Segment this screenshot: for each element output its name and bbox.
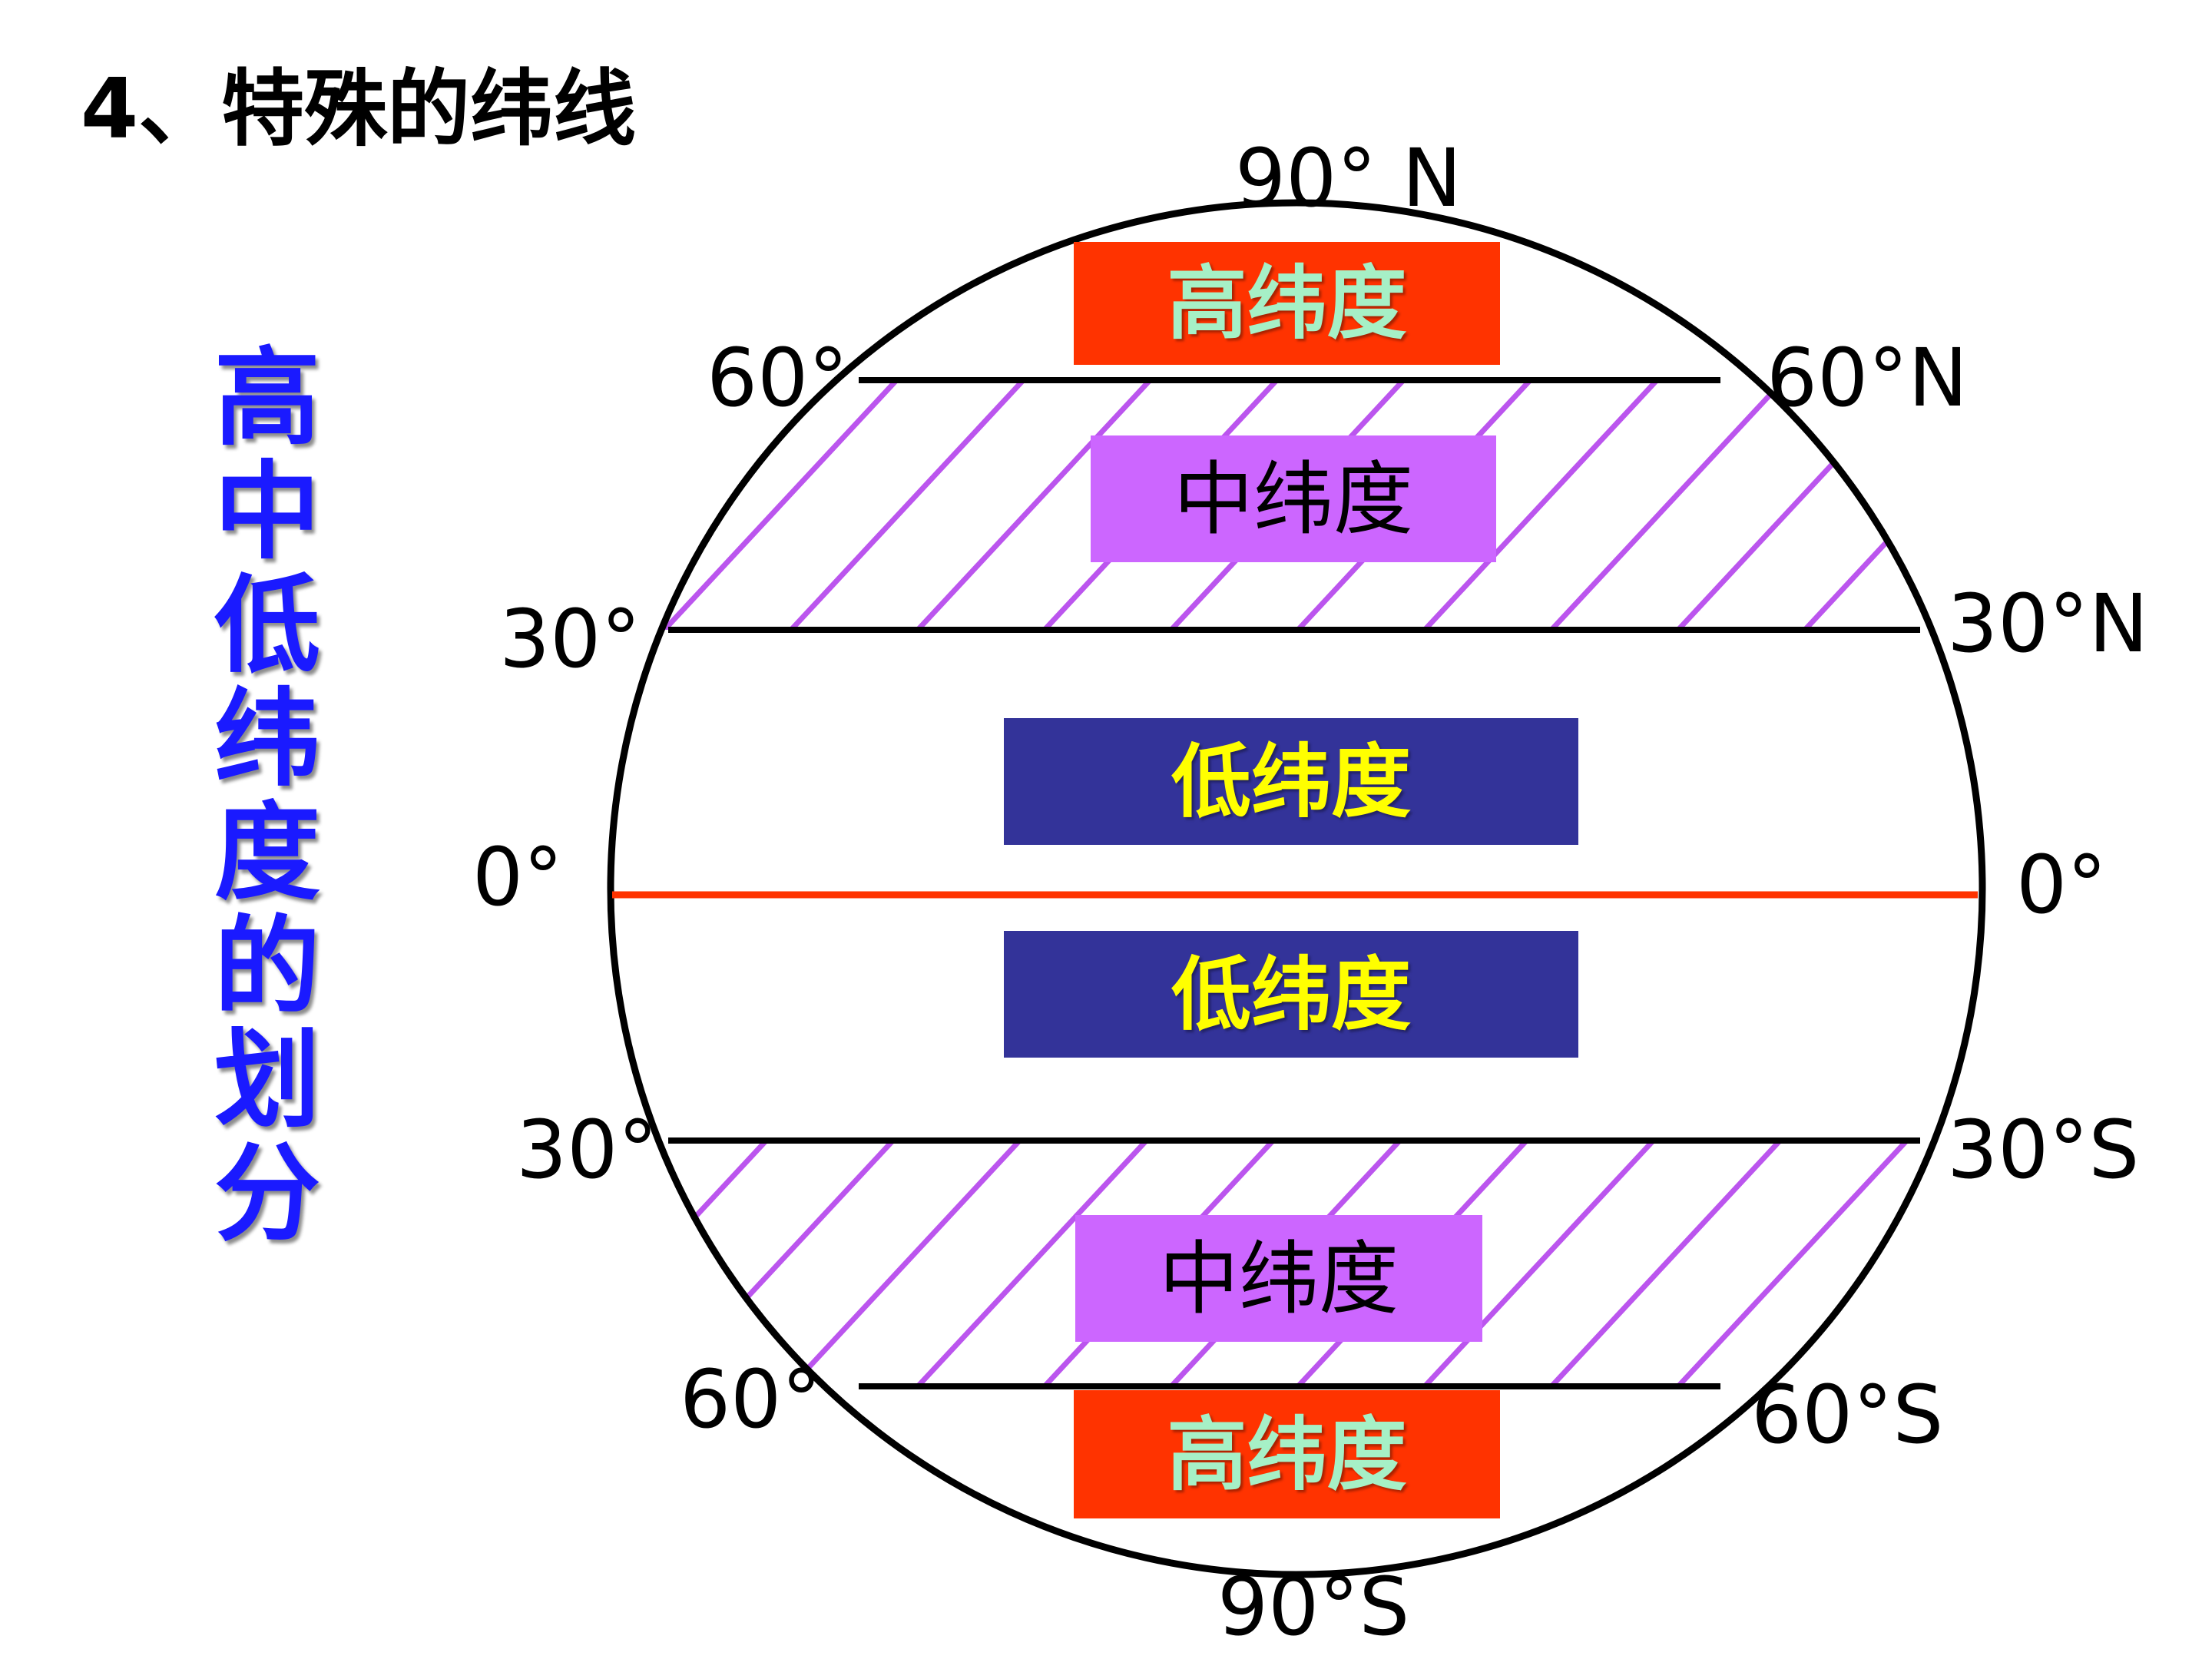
label-90n-text: 90° N: [1235, 131, 1462, 225]
label-60n-right: 60°N: [1767, 331, 1969, 425]
mid-latitude-north-box: 中纬度: [1091, 435, 1496, 562]
high-latitude-south-box: 高纬度: [1074, 1390, 1500, 1518]
hatch-line-south: [789, 1141, 1022, 1386]
label-90n: 90° N: [1235, 138, 1462, 218]
hatch-line-south: [1422, 1141, 1656, 1386]
high-latitude-north-box: 高纬度: [1074, 242, 1500, 365]
low-latitude-north-label: 低纬度: [1171, 734, 1411, 829]
label-30s-right: 30°S: [1947, 1103, 2140, 1197]
high-latitude-north-label: 高纬度: [1167, 257, 1407, 350]
mid-latitude-south-label: 中纬度: [1158, 1231, 1399, 1326]
slide-title: 4、特殊的纬线: [81, 61, 637, 157]
mid-latitude-north-label: 中纬度: [1173, 452, 1413, 546]
label-90s: 90°S: [1217, 1560, 1410, 1654]
hatch-line-south: [662, 1141, 896, 1386]
label-60s-left: 60°: [680, 1353, 822, 1446]
label-30s-left: 30°: [516, 1103, 658, 1197]
label-60s-right: 60°S: [1751, 1368, 1944, 1462]
label-equator-left: 0°: [472, 830, 564, 924]
hatch-line-north: [789, 380, 1025, 630]
label-30n-right: 30°N: [1947, 577, 2149, 671]
hatch-line-south: [1676, 1141, 1909, 1386]
hatch-line-north: [1422, 380, 1659, 630]
label-equator-right: 0°: [2016, 838, 2108, 932]
hatch-line-south: [1549, 1141, 1783, 1386]
hatch-line-north: [1549, 380, 1786, 630]
mid-latitude-south-box: 中纬度: [1075, 1215, 1482, 1342]
low-latitude-north-box: 低纬度: [1004, 718, 1578, 845]
high-latitude-south-label: 高纬度: [1167, 1407, 1407, 1502]
label-60n-left: 60°: [707, 331, 849, 425]
low-latitude-south-label: 低纬度: [1171, 947, 1411, 1041]
label-30n-left: 30°: [499, 592, 641, 686]
globe-outline: [607, 199, 1986, 1578]
hatch-line-south: [916, 1141, 1149, 1386]
low-latitude-south-box: 低纬度: [1004, 931, 1578, 1058]
hatch-line-north: [662, 380, 899, 630]
hatch-line-north: [916, 380, 1152, 630]
side-title: 高中低纬度的划分: [214, 336, 320, 1256]
